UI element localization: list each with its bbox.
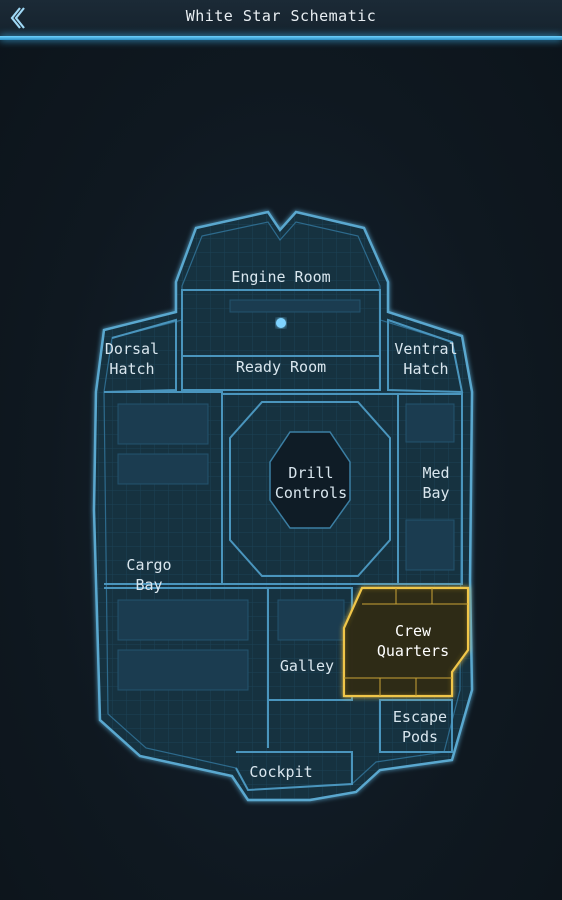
room-label: Med [422,464,449,482]
room-label: Drill [288,464,333,482]
room-label: Hatch [403,360,448,378]
chevron-left-icon [10,7,25,29]
room-label: Bay [135,576,162,594]
room-label: Cockpit [249,763,312,781]
room-crew-quarters[interactable] [342,586,470,698]
room-label: Controls [275,484,347,502]
header-bar: White Star Schematic [0,0,562,40]
room-label: Engine Room [231,268,330,286]
header-accent-line [0,36,562,40]
back-button[interactable] [0,0,34,36]
room-label: Escape [393,708,447,726]
room-ready-room[interactable]: Ready Room [236,358,326,376]
room-label: Cargo [126,556,171,574]
drill-core [269,431,351,529]
room-walls [103,289,464,792]
room-label: Bay [422,484,449,502]
page-title: White Star Schematic [185,7,377,25]
interior-details [117,299,455,691]
room-ventral-hatch[interactable]: Ventral Hatch [394,340,457,378]
room-dorsal-hatch[interactable]: Dorsal Hatch [105,340,159,378]
room-drill-controls[interactable]: Drill Controls [275,464,347,502]
room-label: Galley [280,657,334,675]
room-label: Dorsal [105,340,159,358]
room-label: Crew [395,622,432,640]
ship-hull-inner [103,221,463,791]
room-engine-room[interactable]: Engine Room [231,268,330,286]
room-escape-pods[interactable]: Escape Pods [393,708,447,746]
engine-core-icon [276,318,286,328]
room-crew-quarters-label[interactable]: Crew Quarters [377,622,449,660]
room-med-bay[interactable]: Med Bay [422,464,449,502]
room-label: Pods [402,728,438,746]
room-label: Ventral [394,340,457,358]
room-label: Ready Room [236,358,326,376]
room-label: Quarters [377,642,449,660]
room-label: Hatch [109,360,154,378]
room-galley[interactable]: Galley [280,657,334,675]
room-cockpit[interactable]: Cockpit [249,763,312,781]
room-cargo-bay[interactable]: Cargo Bay [126,556,171,594]
